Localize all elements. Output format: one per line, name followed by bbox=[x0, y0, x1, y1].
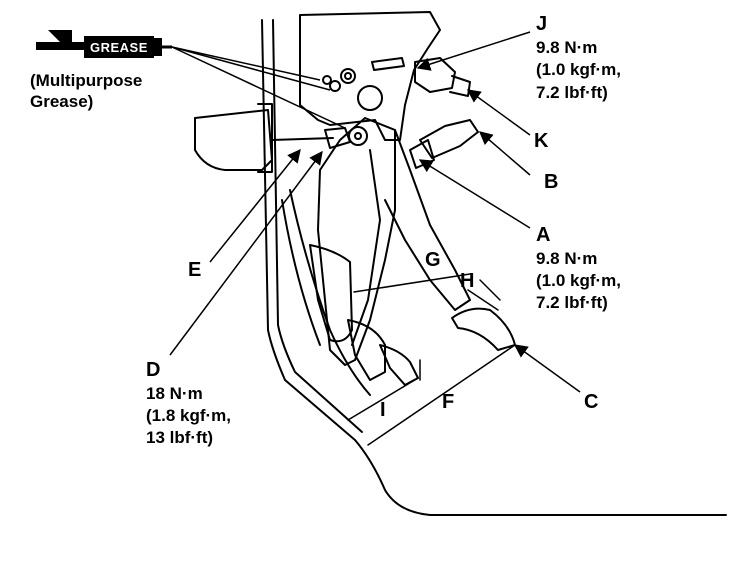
mount-plate bbox=[257, 103, 273, 173]
grease-leader-3 bbox=[171, 46, 346, 129]
brake-pad bbox=[309, 244, 353, 343]
pedal-sweep-2 bbox=[281, 199, 321, 346]
callout-k-letter: K bbox=[534, 130, 549, 152]
callout-a-torque-lbf: 7.2 lbf·ft) bbox=[536, 293, 608, 312]
switch-j-body bbox=[414, 57, 456, 93]
leader-b bbox=[478, 131, 531, 176]
grease-tag: GREASE bbox=[90, 40, 148, 55]
floor-panel-line bbox=[261, 19, 727, 516]
leader-c bbox=[513, 344, 581, 393]
brake-pedal-arm bbox=[317, 117, 396, 366]
booster-body bbox=[194, 109, 273, 171]
dim-f-line bbox=[367, 344, 516, 446]
clutch-pedal-arm bbox=[384, 129, 471, 311]
pushrod bbox=[271, 137, 334, 141]
clutch-pad bbox=[451, 307, 516, 351]
switch-b-body bbox=[419, 119, 479, 159]
dim-f-label: F bbox=[442, 391, 454, 413]
callout-d-torque-nm: 18 N·m bbox=[146, 384, 203, 403]
callout-a-letter: A bbox=[536, 224, 550, 246]
dim-i-line bbox=[347, 377, 419, 421]
callout-e-letter: E bbox=[188, 259, 201, 281]
pedal-bracket bbox=[299, 11, 441, 141]
brake-pedal-arm-inner bbox=[351, 149, 381, 346]
grease-leader-2 bbox=[171, 46, 331, 91]
leader-a bbox=[418, 159, 531, 229]
dim-g-label: G bbox=[425, 249, 441, 271]
floor-panel-inner-line bbox=[272, 19, 363, 433]
callout-j-torque-kgf: (1.0 kgf·m, bbox=[536, 60, 621, 79]
switch-j-connector bbox=[449, 75, 471, 97]
dim-h-line-a bbox=[467, 289, 499, 311]
grease-point-small bbox=[329, 80, 341, 92]
switch-b-nut bbox=[409, 139, 435, 169]
callout-j-torque-nm: 9.8 N·m bbox=[536, 38, 597, 57]
callout-j-letter: J bbox=[536, 13, 547, 35]
grease-note-line1: (Multipurpose bbox=[30, 71, 142, 90]
callout-d-torque-lbf: 13 lbf·ft) bbox=[146, 428, 213, 447]
leader-d bbox=[169, 150, 323, 356]
pedal-sweep bbox=[289, 189, 371, 396]
callout-d-torque-kgf: (1.8 kgf·m, bbox=[146, 406, 231, 425]
pivot-bushing bbox=[357, 85, 383, 111]
grease-gun-icon bbox=[36, 30, 172, 58]
dim-g-line bbox=[353, 273, 471, 293]
callout-c-letter: C bbox=[584, 391, 598, 413]
dim-h-label: H bbox=[460, 270, 474, 292]
bracket-slot bbox=[371, 57, 405, 71]
leader-k bbox=[466, 89, 531, 136]
grease-leader-1 bbox=[171, 46, 321, 81]
clevis-pin bbox=[348, 126, 368, 146]
grease-point-small-2 bbox=[322, 75, 332, 85]
grease-point-upper bbox=[340, 68, 356, 84]
grease-note-line2: Grease) bbox=[30, 92, 93, 111]
dim-h-line-b bbox=[479, 279, 501, 301]
leader-e bbox=[209, 148, 301, 263]
grease-point-upper-inner bbox=[344, 72, 352, 80]
callout-d-letter: D bbox=[146, 359, 160, 381]
callout-a-torque-nm: 9.8 N·m bbox=[536, 249, 597, 268]
clevis-pin-hole bbox=[354, 132, 362, 140]
leader-j bbox=[416, 31, 531, 71]
callout-j-torque-lbf: 7.2 lbf·ft) bbox=[536, 83, 608, 102]
callout-a-torque-kgf: (1.0 kgf·m, bbox=[536, 271, 621, 290]
pedal-pad-lower bbox=[347, 319, 386, 381]
callout-b-letter: B bbox=[544, 171, 558, 193]
dim-i-label: I bbox=[380, 399, 386, 421]
